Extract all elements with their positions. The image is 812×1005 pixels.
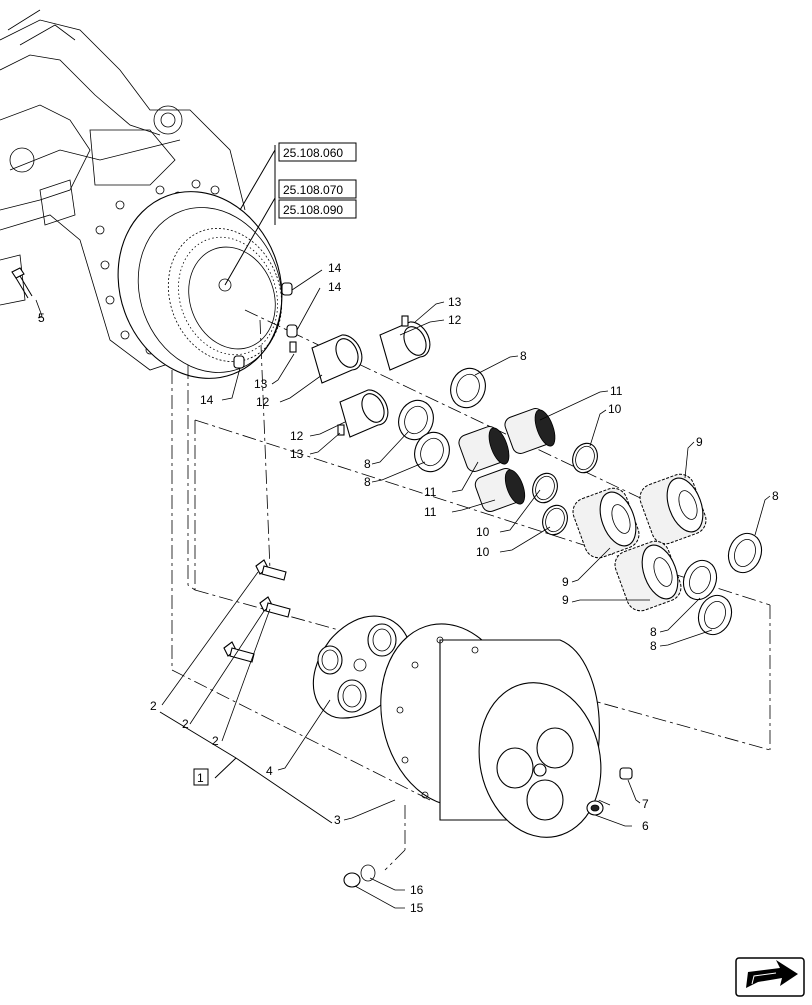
part-label-2c[interactable]: 2 xyxy=(212,734,219,748)
part-label-10c[interactable]: 10 xyxy=(476,545,490,559)
part-label-5[interactable]: 5 xyxy=(38,311,45,325)
assembly-bracket: 1 xyxy=(159,711,333,824)
reference-text-2[interactable]: 25.108.070 xyxy=(283,183,343,197)
leader-lines xyxy=(35,269,771,909)
part-8-washers-right xyxy=(682,532,763,636)
reference-box-1[interactable] xyxy=(278,142,357,162)
part-label-8c[interactable]: 8 xyxy=(364,475,371,489)
part-label-6[interactable]: 6 xyxy=(642,819,649,833)
part-15-16-plug-seal xyxy=(343,864,376,888)
part-label-4[interactable]: 4 xyxy=(266,764,273,778)
part-label-14c[interactable]: 14 xyxy=(200,393,214,407)
reference-text-3[interactable]: 25.108.090 xyxy=(283,203,343,217)
part-12-planet-pins xyxy=(311,321,431,438)
part-label-11a[interactable]: 11 xyxy=(610,384,623,398)
part-label-9b[interactable]: 9 xyxy=(562,575,569,589)
part-9-planet-gears xyxy=(572,473,707,612)
part-label-15[interactable]: 15 xyxy=(410,901,424,915)
part-10-rings xyxy=(532,442,598,536)
part-label-13c[interactable]: 13 xyxy=(290,447,304,461)
ring-gear xyxy=(117,191,283,379)
part-labels: 5 14 14 14 13 12 13 12 8 12 13 8 8 11 11… xyxy=(38,261,779,915)
part-label-8b[interactable]: 8 xyxy=(364,457,371,471)
reference-boxes: 25.108.060 25.108.070 25.108.090 xyxy=(224,142,357,286)
part-label-9c[interactable]: 9 xyxy=(562,593,569,607)
part-label-12c[interactable]: 12 xyxy=(290,429,304,443)
part-label-8e[interactable]: 8 xyxy=(650,625,657,639)
part-label-11b[interactable]: 11 xyxy=(424,485,437,499)
assembly-box[interactable] xyxy=(193,768,209,786)
reference-box-2[interactable] xyxy=(278,179,357,199)
part-5-bolt xyxy=(11,267,33,299)
part-13-screws xyxy=(289,315,409,436)
part-label-7[interactable]: 7 xyxy=(642,797,649,811)
part-2-bolts xyxy=(223,559,291,663)
part-label-12b[interactable]: 12 xyxy=(448,313,462,327)
part-label-2b[interactable]: 2 xyxy=(182,717,189,731)
part-14-pins xyxy=(233,282,298,369)
part-label-11c[interactable]: 11 xyxy=(424,505,437,519)
part-label-14a[interactable]: 14 xyxy=(328,261,342,275)
part-6-7-plugs xyxy=(586,767,633,816)
part-label-9a[interactable]: 9 xyxy=(696,435,703,449)
reference-text-1[interactable]: 25.108.060 xyxy=(283,146,343,160)
part-label-14b[interactable]: 14 xyxy=(328,280,342,294)
part-label-8d[interactable]: 8 xyxy=(772,489,779,503)
part-8-washers-upper xyxy=(398,367,486,473)
part-label-2a[interactable]: 2 xyxy=(150,699,157,713)
part-label-3[interactable]: 3 xyxy=(334,813,341,827)
part-3-hub-housing xyxy=(380,623,602,838)
part-label-12a[interactable]: 12 xyxy=(256,395,270,409)
axle-housing xyxy=(0,9,283,379)
next-page-arrow-icon[interactable] xyxy=(735,957,805,997)
reference-box-3[interactable] xyxy=(278,199,357,219)
part-label-8a[interactable]: 8 xyxy=(520,349,527,363)
part-label-13b[interactable]: 13 xyxy=(448,295,462,309)
part-11-needle-bearings xyxy=(458,408,556,513)
part-label-10b[interactable]: 10 xyxy=(476,525,490,539)
part-label-16[interactable]: 16 xyxy=(410,883,424,897)
part-label-10a[interactable]: 10 xyxy=(608,402,622,416)
assembly-label[interactable]: 1 xyxy=(197,771,204,785)
part-label-13a[interactable]: 13 xyxy=(254,377,268,391)
part-label-8f[interactable]: 8 xyxy=(650,639,657,653)
